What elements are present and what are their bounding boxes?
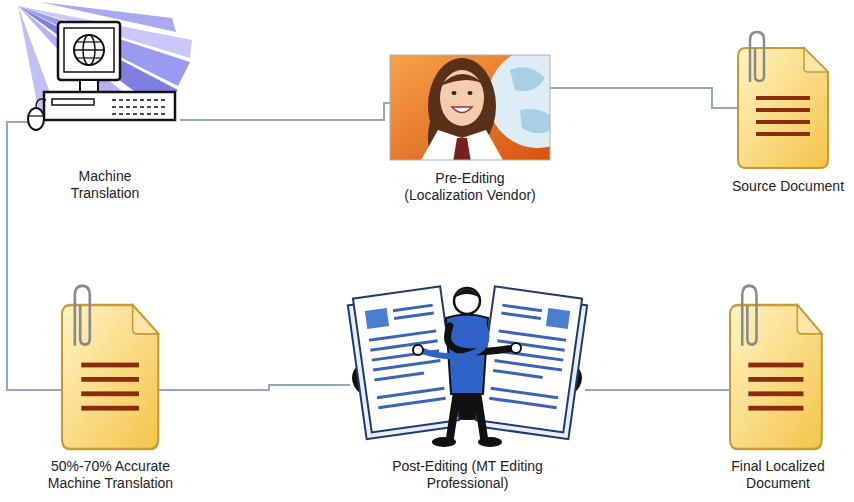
icon-space xyxy=(33,290,188,450)
editor-figure xyxy=(347,286,588,447)
connector-line xyxy=(7,122,33,390)
document-icon xyxy=(62,286,158,449)
icon-node: Post-Editing (MT Editing Professional) xyxy=(350,285,585,492)
connector-line xyxy=(188,385,350,390)
connector-line xyxy=(180,103,390,120)
node-caption: Post-Editing (MT Editing Professional) xyxy=(375,458,560,492)
node-caption: Pre-Editing (Localization Vendor) xyxy=(395,170,545,204)
icon-node: Machine Translation xyxy=(30,2,180,202)
icon-space xyxy=(350,285,585,450)
icon-node: Source Document xyxy=(726,38,850,195)
node-caption: 50%-70% Accurate Machine Translation xyxy=(33,458,188,492)
icon-space xyxy=(718,290,838,450)
connector-line xyxy=(585,389,718,391)
icon-space xyxy=(726,38,850,168)
icon-node: Final Localized Document xyxy=(718,290,838,492)
document-icon xyxy=(730,286,822,449)
node-caption: Machine Translation xyxy=(50,168,160,202)
node-caption: Source Document xyxy=(726,178,850,195)
connector-line xyxy=(550,88,726,108)
icon-node: 50%-70% Accurate Machine Translation xyxy=(33,290,188,492)
node-caption: Final Localized Document xyxy=(718,458,838,492)
computer-icon xyxy=(18,2,192,130)
vendor-photo xyxy=(390,48,588,162)
icon-space xyxy=(390,55,550,160)
document-icon xyxy=(738,32,828,168)
icon-node: Pre-Editing (Localization Vendor) xyxy=(390,55,550,204)
icon-space xyxy=(30,2,180,152)
